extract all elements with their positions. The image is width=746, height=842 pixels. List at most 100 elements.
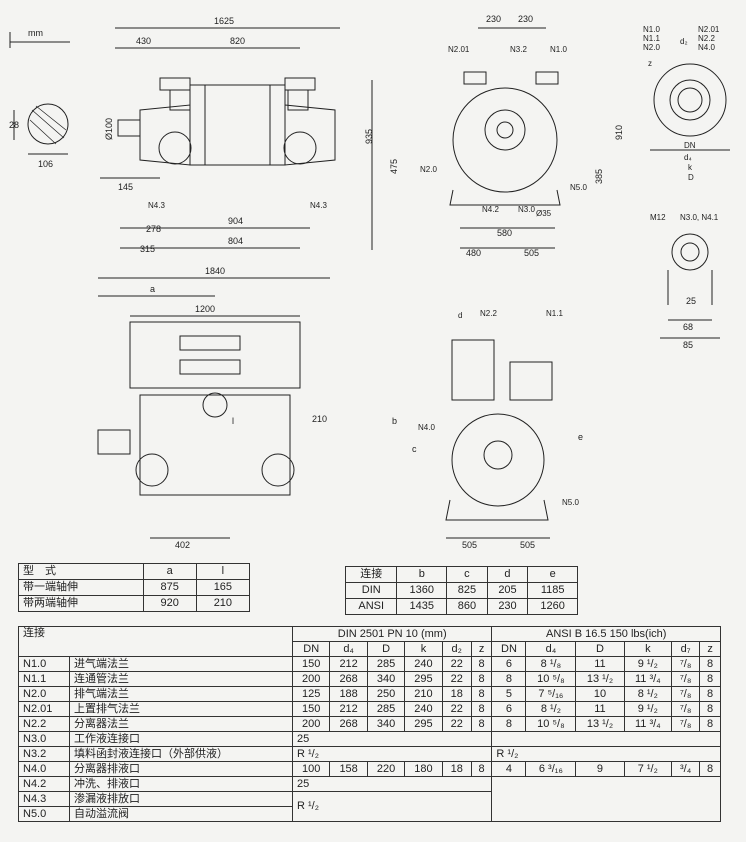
cell: 100 [291,761,331,777]
cell: ⁷/₈ [671,716,701,732]
sub-header: k [623,641,673,657]
cell: 13 ¹/₂ [575,671,625,687]
cell: 4 [491,761,527,777]
cell: 180 [404,761,443,777]
cell: 285 [366,656,406,672]
cell: 25 [291,731,493,747]
cell: 进气端法兰 [69,656,293,672]
cell: 8 [470,701,493,717]
cell: 250 [366,686,406,702]
cell: 210 [195,595,251,612]
cell: 295 [404,716,443,732]
cell: 150 [291,656,331,672]
cell: 10 ⁵/₈ [525,671,577,687]
svg-text:N4.3: N4.3 [310,201,327,210]
table-row: N4.3 渗漏液排放口 R ¹/₂ [18,791,721,822]
cell: N2.01 [18,701,70,717]
cell: 10 [575,686,625,702]
cell: 165 [195,579,251,596]
svg-text:430: 430 [136,36,151,46]
svg-text:210: 210 [312,414,327,424]
cell: 22 [441,671,472,687]
svg-text:N1.0: N1.0 [550,45,567,54]
cell: 825 [446,582,488,599]
cell: DIN [344,582,398,599]
cell: 18 [441,686,472,702]
svg-text:N4.3: N4.3 [148,201,165,210]
svg-text:N1.1: N1.1 [546,309,563,318]
cell: 分离器法兰 [69,716,293,732]
cell: 上置排气法兰 [69,701,293,717]
cell: 200 [291,716,331,732]
cell: 8 [470,656,493,672]
cell: N4.3 [18,791,70,807]
cell: N3.2 [18,746,70,762]
cell: 22 [441,716,472,732]
cell: ³/₄ [671,761,701,777]
header-ansi: ANSI B 16.5 150 lbs(ich) [491,626,721,642]
svg-text:e: e [578,432,583,442]
cell: 240 [404,701,443,717]
cell: 7 ⁵/₁₆ [525,686,577,702]
svg-text:N2.0: N2.0 [420,165,437,174]
header-conn: 连接 [344,566,398,583]
flange-spec-table: 连接 DIN 2501 PN 10 (mm) ANSI B 16.5 150 l… [18,626,721,822]
sub-header: d₂ [441,641,472,657]
cell: 8 [699,671,721,687]
cell: 212 [329,701,368,717]
svg-text:N4.0: N4.0 [698,43,715,52]
cell: 8 ¹/₂ [525,701,577,717]
svg-text:N2.01: N2.01 [698,25,720,34]
table-subheader: DN d₄ D k d₂ z DN d₄ D k d₇ z [19,641,721,657]
cell: 8 [470,761,493,777]
cell: 268 [329,671,368,687]
cell: 6 ³/₁₆ [525,761,577,777]
connection-table: 连接 b c d e DIN 1360 825 205 1185 ANSI 14… [344,566,578,615]
cell: 340 [366,671,406,687]
svg-text:a: a [150,284,155,294]
svg-text:935: 935 [364,129,374,144]
svg-text:278: 278 [146,224,161,234]
svg-text:Ø35: Ø35 [536,209,552,218]
sub-header: D [575,641,625,657]
svg-text:N2.01: N2.01 [448,45,470,54]
svg-text:d: d [458,311,462,320]
small-flange-detail: M12 N3.0, N4.1 25 68 85 [650,213,720,350]
cell: 9 ¹/₂ [623,701,673,717]
cell: 875 [142,579,197,596]
pump-separator-view: N2.2 N1.1 d b c e N4.0 N5.0 505 505 [392,309,583,550]
cell: 13 ¹/₂ [575,716,625,732]
header-d: d [486,566,529,583]
svg-text:D: D [688,173,694,182]
cell: ANSI [344,598,398,615]
cell: N1.1 [18,671,70,687]
svg-text:Ø100: Ø100 [104,118,114,140]
svg-text:DN: DN [684,141,696,150]
shaft-type-table: 型 式 a l 带一端轴伸 875 165 带两端轴伸 920 210 [18,563,251,612]
cell: 205 [486,582,529,599]
cell: 10 ⁵/₈ [525,716,577,732]
svg-text:1840: 1840 [205,266,225,276]
pump-end-view: 230 230 N2.01 N3.2 N1.0 935 475 910 385 … [364,14,624,258]
svg-text:904: 904 [228,216,243,226]
svg-text:N4.2: N4.2 [482,205,499,214]
cell: 1185 [527,582,578,599]
svg-text:N2.0: N2.0 [643,43,660,52]
svg-text:N3.0: N3.0 [518,205,535,214]
svg-text:145: 145 [118,182,133,192]
svg-text:z: z [648,59,652,68]
cell: 6 [491,656,527,672]
cell: 285 [366,701,406,717]
cell: 295 [404,671,443,687]
cell: 1260 [527,598,578,615]
svg-text:N1.1: N1.1 [643,34,660,43]
table-row: N4.2 冲洗、排液口 25 [18,776,721,822]
cell: ⁷/₈ [671,701,701,717]
header-a: a [142,563,197,580]
flange-detail: N1.0 N1.1 N2.0 N2.01 N2.2 N4.0 d₂ z DN d… [643,25,730,182]
